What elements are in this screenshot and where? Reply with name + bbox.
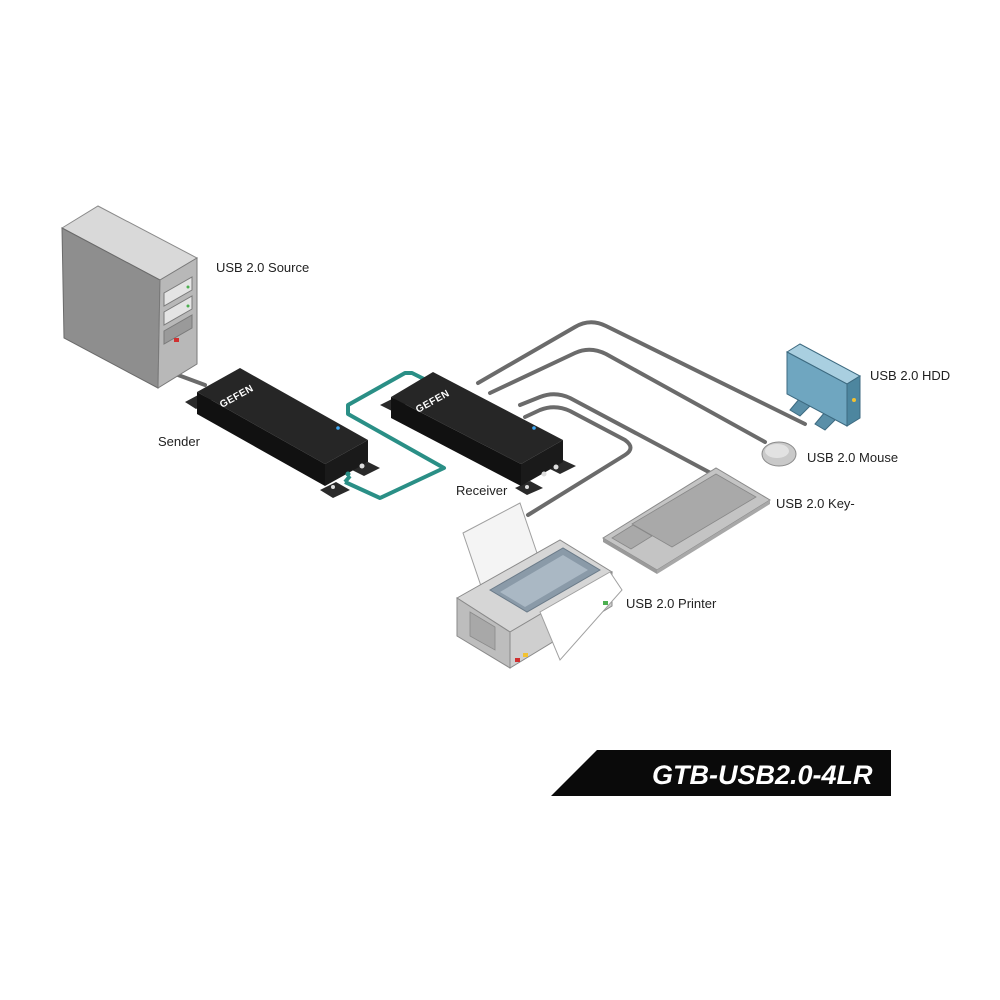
model-banner: GTB-USB2.0-4LR — [551, 750, 891, 796]
cable-link-port — [343, 474, 352, 484]
mouse-label: USB 2.0 Mouse — [807, 450, 898, 465]
hdd-label: USB 2.0 HDD — [870, 368, 950, 383]
cable-receiver-to-mouse — [488, 347, 767, 444]
model-name: GTB-USB2.0-4LR — [652, 760, 873, 790]
keyboard-label: USB 2.0 Key- — [776, 496, 855, 511]
receiver-device-icon: GEFEN — [380, 372, 576, 495]
hdd-icon — [785, 343, 862, 431]
printer-label: USB 2.0 Printer — [626, 596, 717, 611]
pc-tower-icon — [60, 205, 199, 389]
mouse-icon — [761, 441, 797, 467]
cable-receiver-to-keyboard — [518, 392, 722, 480]
source-label: USB 2.0 Source — [216, 260, 309, 275]
cable-link — [344, 371, 446, 500]
sender-device-icon: GEFEN — [185, 368, 380, 498]
usb-cables — [168, 320, 807, 517]
keyboard-icon — [602, 467, 771, 574]
cable-receiver-to-printer — [523, 405, 633, 517]
printer-icon — [456, 502, 623, 669]
sender-label: Sender — [158, 434, 201, 449]
cable-receiver-to-hdd — [476, 320, 807, 426]
receiver-label: Receiver — [456, 483, 508, 498]
